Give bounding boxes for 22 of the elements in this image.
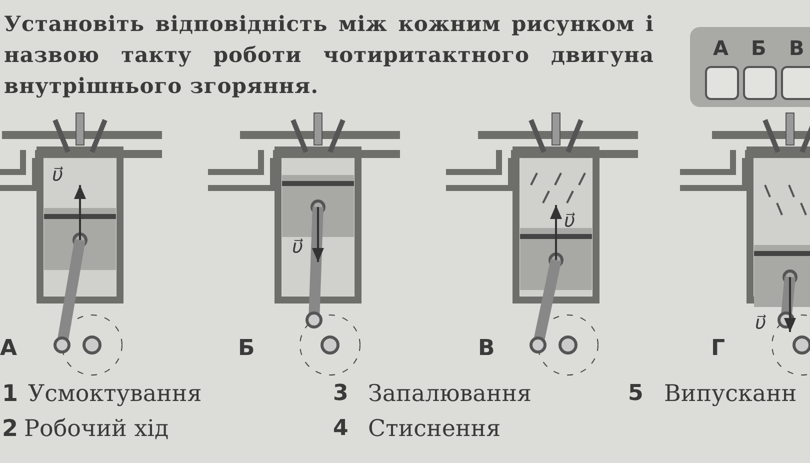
option-text: Випусканн bbox=[664, 381, 797, 407]
figure-letter: Г bbox=[711, 336, 726, 361]
option-number: 2 bbox=[2, 416, 18, 442]
option-number: 3 bbox=[333, 381, 348, 406]
figure-letter: А bbox=[0, 336, 18, 361]
column-letter: Б bbox=[751, 36, 766, 60]
column-letter: А bbox=[713, 36, 728, 60]
option-text: Робочий хід bbox=[24, 416, 169, 442]
option-text: Усмоктування bbox=[28, 381, 202, 407]
velocity-label: υ⃗ bbox=[564, 210, 575, 232]
option-number: 5 bbox=[628, 381, 644, 406]
option-number: 1 bbox=[2, 381, 18, 407]
velocity-label: υ⃗ bbox=[52, 164, 63, 186]
velocity-label: υ⃗ bbox=[755, 312, 766, 334]
figure-letter: В bbox=[478, 336, 495, 361]
figure-letter: Б bbox=[238, 336, 255, 361]
velocity-label: υ⃗ bbox=[292, 236, 303, 258]
option-text: Стиснення bbox=[368, 416, 501, 442]
option-text: Запалювання bbox=[368, 381, 532, 407]
column-letter: В bbox=[789, 36, 804, 60]
option-number: 4 bbox=[333, 416, 348, 441]
task-text: Установіть відповідність між кожним рисунком і назвою такту роботи чотиритактного двигуна внутрішнього згоряння. bbox=[4, 10, 654, 100]
